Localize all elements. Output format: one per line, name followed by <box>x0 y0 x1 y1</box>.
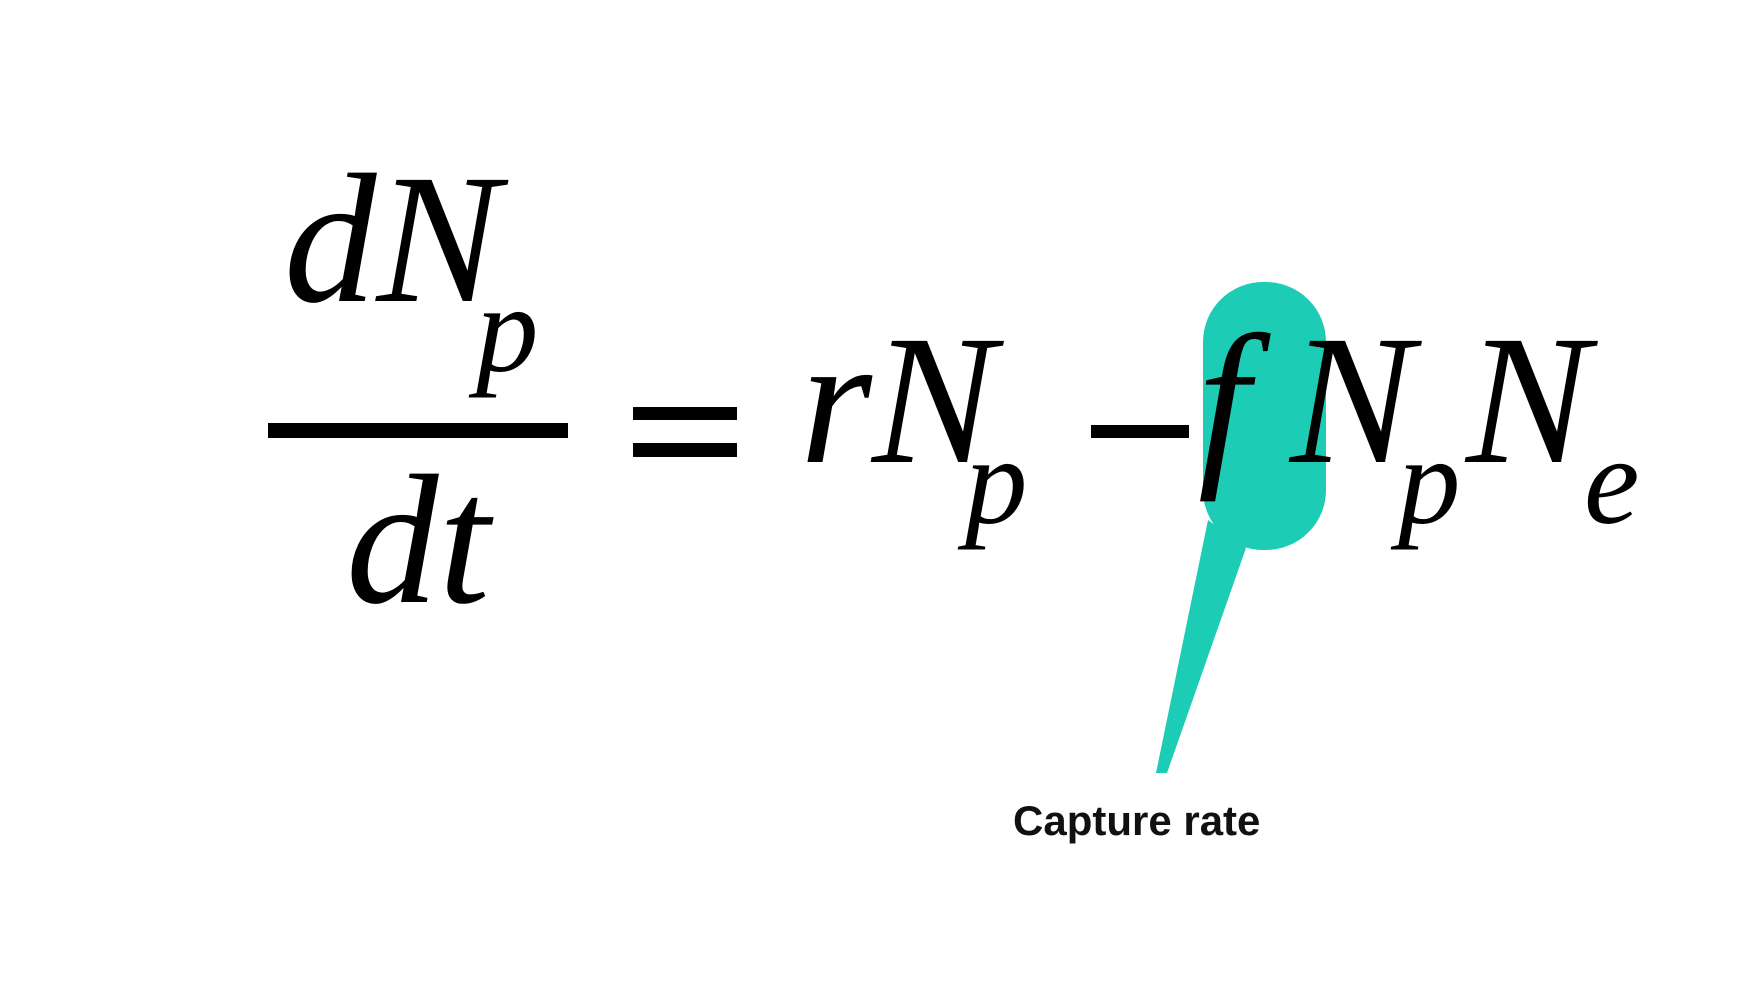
minus-sign <box>1091 425 1189 438</box>
term-N-e: N <box>1466 298 1590 503</box>
term-N-subscript-e: e <box>1584 413 1640 551</box>
numerator-subscript-p: p <box>476 261 539 399</box>
term-rN-subscript-p: p <box>965 413 1028 551</box>
equals-sign-top <box>633 407 737 420</box>
term-N-subscript-p: p <box>1398 413 1461 551</box>
capture-rate-f: f <box>1198 298 1250 503</box>
denominator-dt: dt <box>346 438 490 643</box>
callout-highlight <box>1203 282 1326 550</box>
fraction-bar <box>268 423 568 438</box>
numerator-dN: dN <box>284 137 500 342</box>
term-rN: rN <box>800 298 996 503</box>
capture-rate-label: Capture rate <box>1013 797 1261 844</box>
equals-sign-bottom <box>633 443 737 457</box>
term-N-p: N <box>1290 298 1414 503</box>
